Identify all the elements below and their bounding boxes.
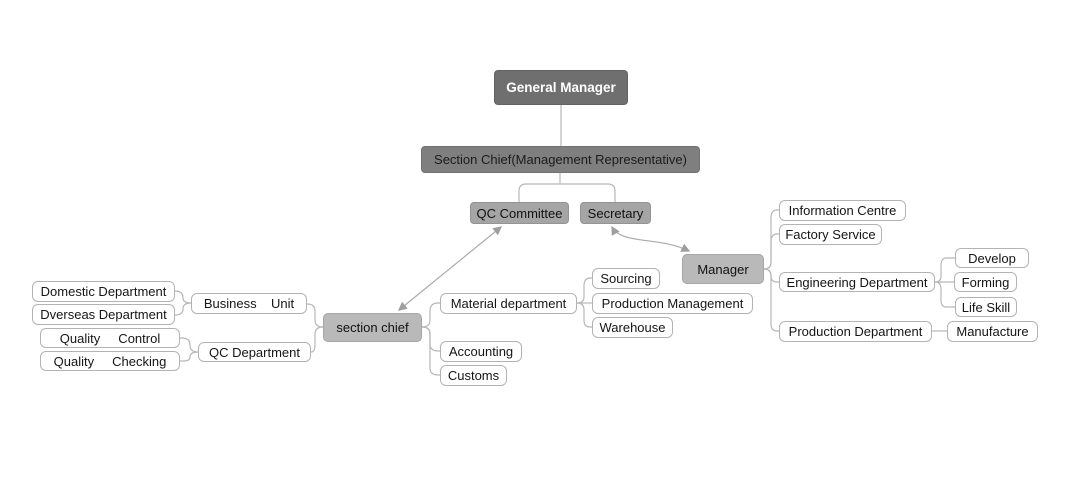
node-dverseas-department: Dverseas Department (32, 304, 175, 325)
edge-sectionchiefrep-qccommittee (518, 183, 560, 202)
edge-material-warehouse (576, 302, 592, 328)
node-section-chief: section chief (323, 313, 422, 342)
node-develop: Develop (955, 248, 1029, 268)
node-production-department: Production Department (779, 321, 932, 342)
node-manager: Manager (682, 254, 764, 284)
node-warehouse: Warehouse (592, 317, 673, 338)
node-qc-department: QC Department (198, 342, 311, 362)
node-life-skill: Life Skill (955, 297, 1017, 317)
node-accounting: Accounting (440, 341, 522, 362)
node-general-manager: General Manager (494, 70, 628, 105)
edge-sectionchief-qcdepartment (310, 326, 324, 353)
node-quality-control: Quality Control (40, 328, 180, 348)
arrow-qccommittee-sectionchief (397, 226, 503, 311)
node-production-management: Production Management (592, 293, 753, 314)
node-customs: Customs (440, 365, 507, 386)
edge-businessunit-dverseas (174, 302, 192, 316)
edge-sectionchief-businessunit (306, 303, 324, 328)
node-factory-service: Factory Service (779, 224, 882, 245)
node-manufacture: Manufacture (947, 321, 1038, 342)
edge-manager-productiondept (763, 268, 779, 332)
node-business-unit: Business Unit (191, 293, 307, 314)
node-quality-checking: Quality Checking (40, 351, 180, 371)
edge-qcdepartment-qualitychecking (180, 351, 199, 362)
node-forming: Forming (954, 272, 1017, 292)
node-section-chief-rep: Section Chief(Management Representative) (421, 146, 700, 173)
edge-engineering-lifeskill (934, 281, 955, 308)
node-information-centre: Information Centre (779, 200, 906, 221)
edge-engineering-develop (934, 257, 955, 283)
arrow-secretary-manager (611, 225, 691, 252)
edge-material-sourcing (576, 277, 592, 304)
edge-sectionchief-accounting (421, 326, 440, 352)
edge-sectionchiefrep-secretary (560, 183, 616, 202)
node-sourcing: Sourcing (592, 268, 660, 289)
edge-sectionchief-customs (421, 326, 440, 376)
edge-businessunit-domestic (174, 290, 192, 304)
node-engineering-department: Engineering Department (779, 272, 935, 292)
node-secretary: Secretary (580, 202, 651, 224)
node-qc-committee: QC Committee (470, 202, 569, 224)
node-domestic-department: Domestic Department (32, 281, 175, 302)
node-material-department: Material department (440, 293, 577, 314)
edge-manager-factoryservice (763, 233, 779, 270)
edge-sectionchief-material (421, 302, 440, 328)
edge-qcdepartment-qualitycontrol (180, 337, 199, 353)
